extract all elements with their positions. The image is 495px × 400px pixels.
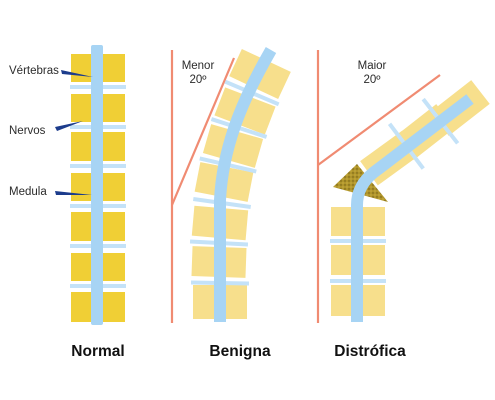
benigna-title: Benigna	[209, 343, 271, 360]
benigna-angle-line-diagonal	[170, 57, 236, 206]
nervos-pointer	[55, 121, 83, 131]
vertebras-label: Vértebras	[9, 65, 59, 77]
distrofica-angle-label: Maior 20º	[350, 60, 394, 88]
benigna-angle-line2: 20º	[189, 73, 207, 86]
benigna-spine	[170, 47, 291, 323]
spinal-cord	[351, 94, 474, 322]
distrofica-angle-line1: Maior	[357, 60, 387, 72]
distrofica-title: Distrófica	[334, 343, 406, 360]
benigna-angle-line1: Menor	[181, 60, 215, 72]
label-pointers	[55, 70, 93, 195]
normal-spine	[70, 45, 126, 325]
medula-pointer	[55, 191, 92, 195]
medula-label: Medula	[9, 186, 47, 198]
spinal-cord	[91, 45, 103, 325]
distrofica-spine	[316, 50, 490, 323]
spinal-cord	[214, 47, 277, 322]
benigna-angle-label: Menor 20º	[176, 60, 220, 88]
distrofica-angle-line-diagonal	[317, 74, 441, 166]
distrofica-angle-line2: 20º	[363, 73, 381, 86]
vertebras-pointer	[61, 70, 93, 77]
nervos-label: Nervos	[9, 125, 46, 137]
normal-title: Normal	[71, 343, 125, 360]
